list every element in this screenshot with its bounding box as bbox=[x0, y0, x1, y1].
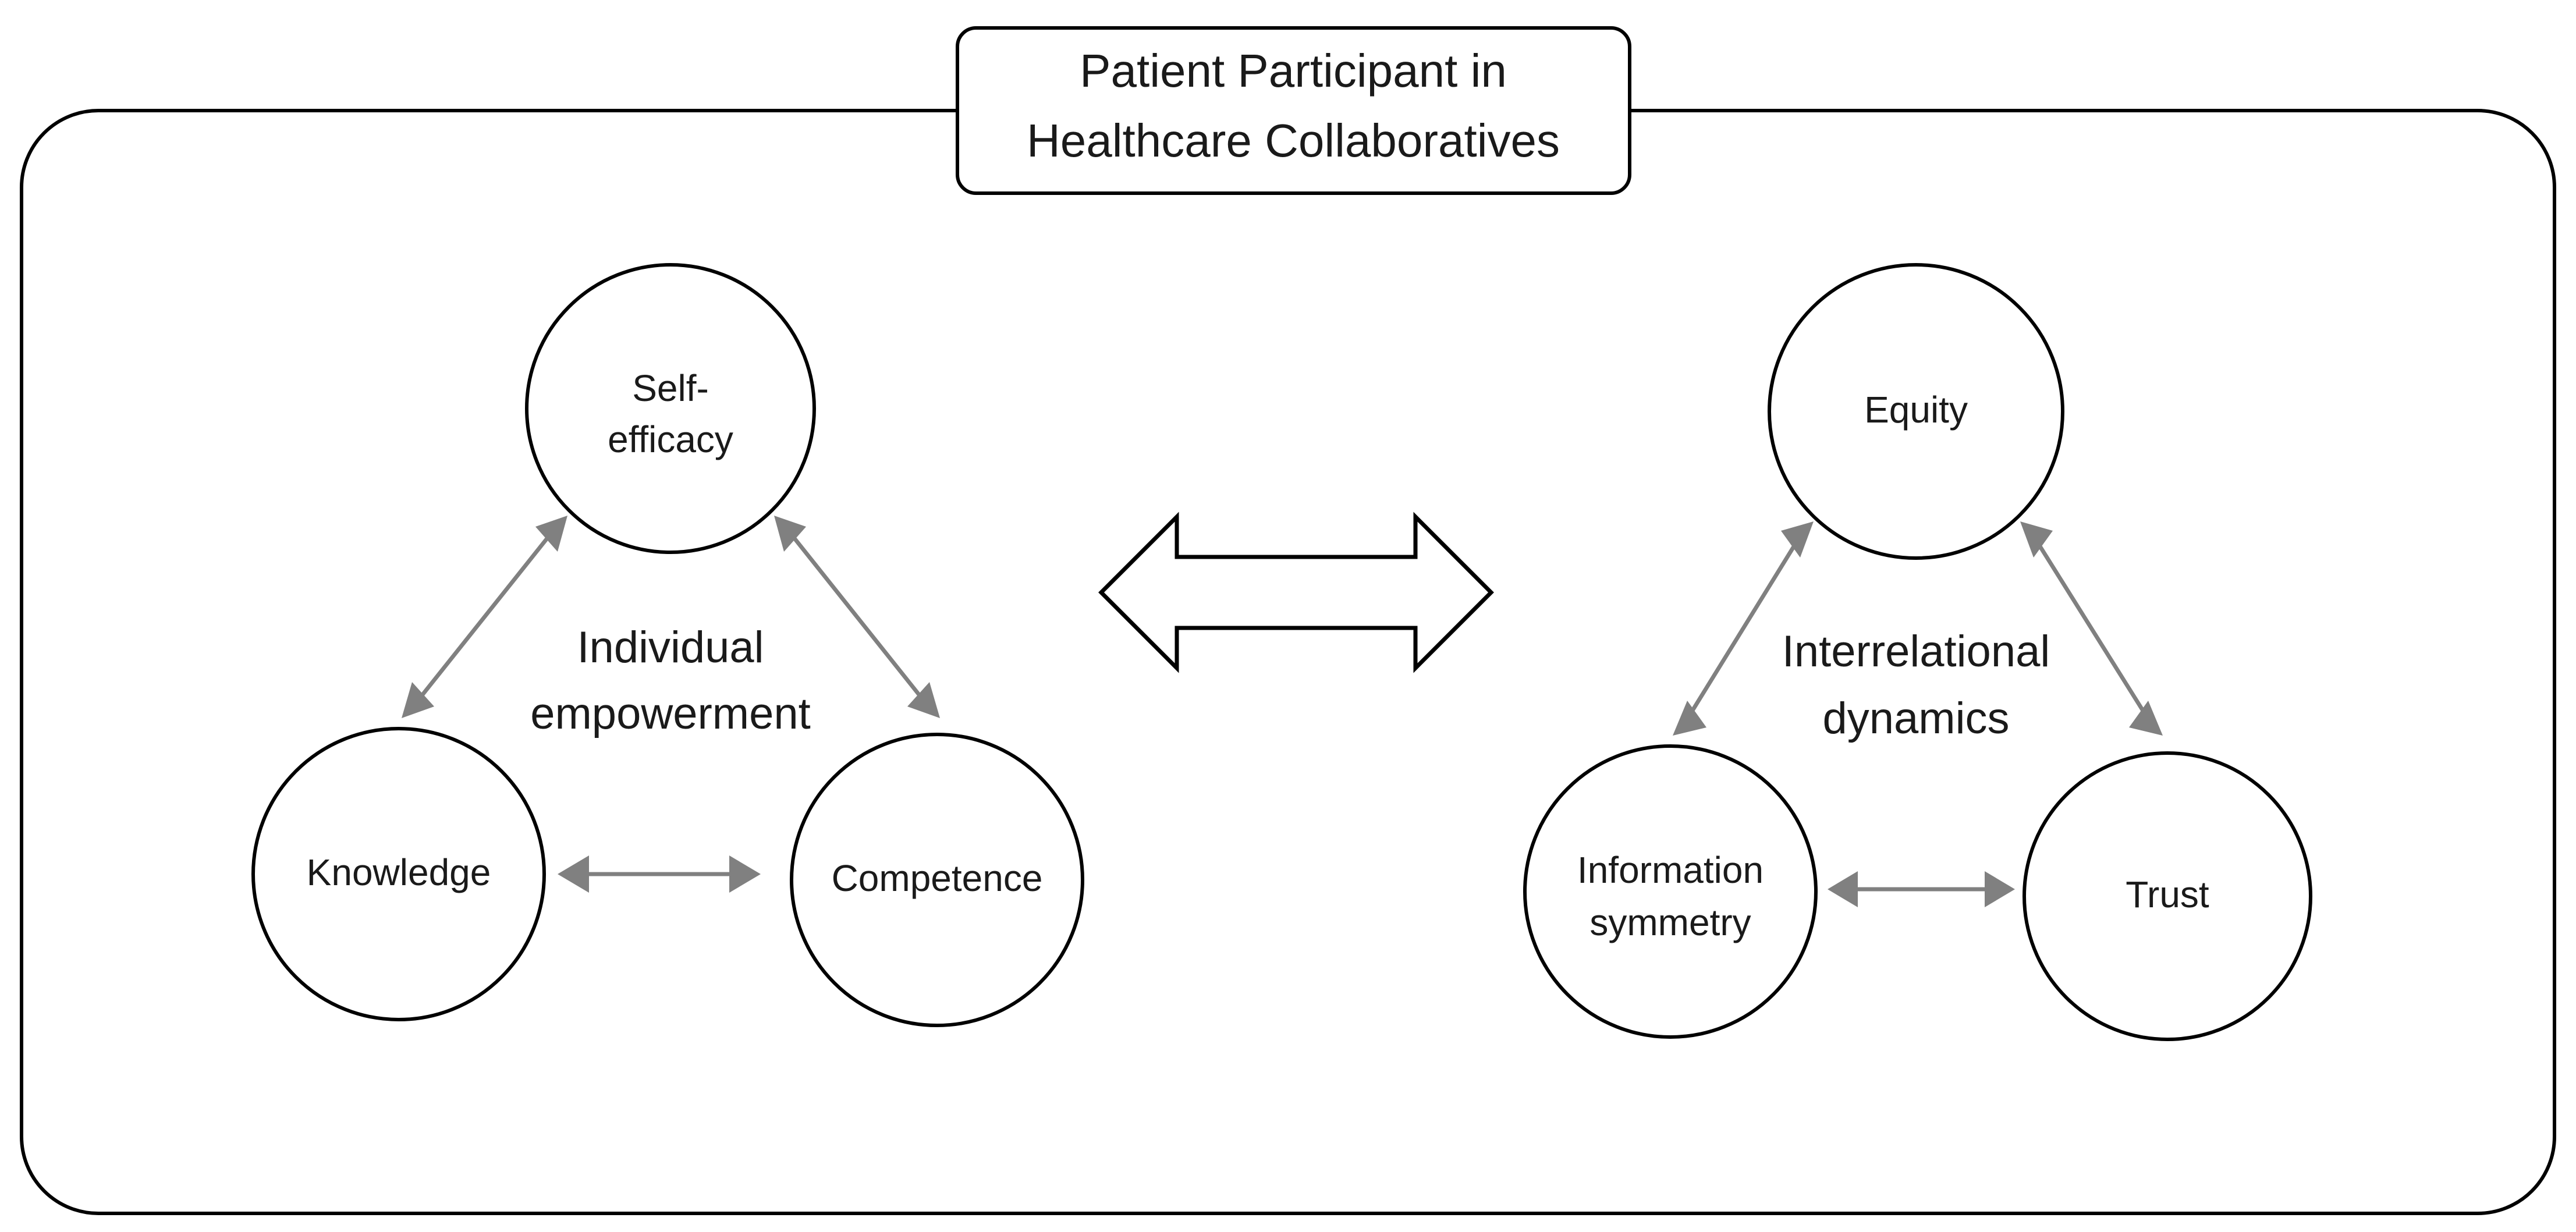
left-group: Individual empowerment bbox=[251, 263, 1084, 1027]
connector-equity-information-symmetry bbox=[1673, 521, 1814, 736]
arrowhead-up-left bbox=[1781, 521, 1814, 558]
node-trust-circle[interactable] bbox=[2023, 751, 2312, 1041]
arrowhead-down-right bbox=[2129, 701, 2163, 736]
arrowhead-up-right bbox=[774, 516, 806, 552]
left-group-label-line-2: empowerment bbox=[530, 689, 811, 739]
node-information-symmetry[interactable]: Information symmetry bbox=[1523, 744, 1818, 1039]
arrowhead-up-right bbox=[2020, 521, 2053, 558]
exchange-arrow-shape bbox=[1098, 512, 1494, 673]
title-line-2: Healthcare Collaboratives bbox=[1027, 115, 1560, 166]
arrowhead-right bbox=[1985, 871, 2015, 907]
node-knowledge-circle[interactable] bbox=[251, 727, 546, 1021]
right-group-label-line-2: dynamics bbox=[1823, 694, 2010, 743]
node-trust-label: Trust bbox=[2126, 874, 2209, 915]
node-self-efficacy[interactable]: Self- efficacy bbox=[525, 263, 816, 554]
connector-selfefficacy-competence bbox=[774, 516, 940, 718]
node-equity[interactable]: Equity bbox=[1768, 263, 2064, 560]
node-self-efficacy-circle[interactable] bbox=[525, 263, 816, 554]
node-information-symmetry-label-line-2: symmetry bbox=[1589, 901, 1751, 943]
node-self-efficacy-label-line-1: Self- bbox=[632, 367, 709, 409]
arrowhead-down-left bbox=[402, 682, 434, 718]
right-group: Interrelational dynamics bbox=[1523, 263, 2312, 1041]
node-equity-circle[interactable] bbox=[1768, 263, 2064, 560]
node-competence-circle[interactable] bbox=[790, 733, 1084, 1027]
arrowhead-down-left bbox=[1673, 701, 1706, 736]
connector-equity-trust bbox=[2020, 521, 2163, 736]
arrowhead-left bbox=[558, 855, 589, 893]
title-line-1: Patient Participant in bbox=[1080, 45, 1507, 97]
connector-selfefficacy-knowledge bbox=[402, 516, 567, 718]
node-knowledge-label: Knowledge bbox=[307, 851, 491, 893]
connector-knowledge-competence bbox=[558, 855, 761, 893]
node-competence-label: Competence bbox=[832, 857, 1043, 899]
outer-frame bbox=[20, 109, 2556, 1215]
node-equity-label: Equity bbox=[1864, 389, 1968, 431]
right-group-label-line-1: Interrelational bbox=[1782, 627, 2050, 676]
title-box bbox=[956, 26, 1631, 195]
node-trust[interactable]: Trust bbox=[2023, 751, 2312, 1041]
node-self-efficacy-label-line-2: efficacy bbox=[608, 418, 733, 460]
connector-information-symmetry-trust bbox=[1828, 871, 2015, 907]
arrowhead-down-right bbox=[907, 682, 940, 718]
arrowhead-left bbox=[1828, 871, 1858, 907]
node-knowledge[interactable]: Knowledge bbox=[251, 727, 546, 1021]
arrowhead-right bbox=[729, 855, 761, 893]
bidirectional-exchange-arrow bbox=[1098, 512, 1494, 673]
arrowhead-up-left bbox=[535, 516, 567, 552]
node-information-symmetry-label-line-1: Information bbox=[1577, 849, 1764, 891]
node-information-symmetry-circle[interactable] bbox=[1523, 744, 1818, 1039]
node-competence[interactable]: Competence bbox=[790, 733, 1084, 1027]
left-group-label-line-1: Individual bbox=[577, 623, 764, 672]
